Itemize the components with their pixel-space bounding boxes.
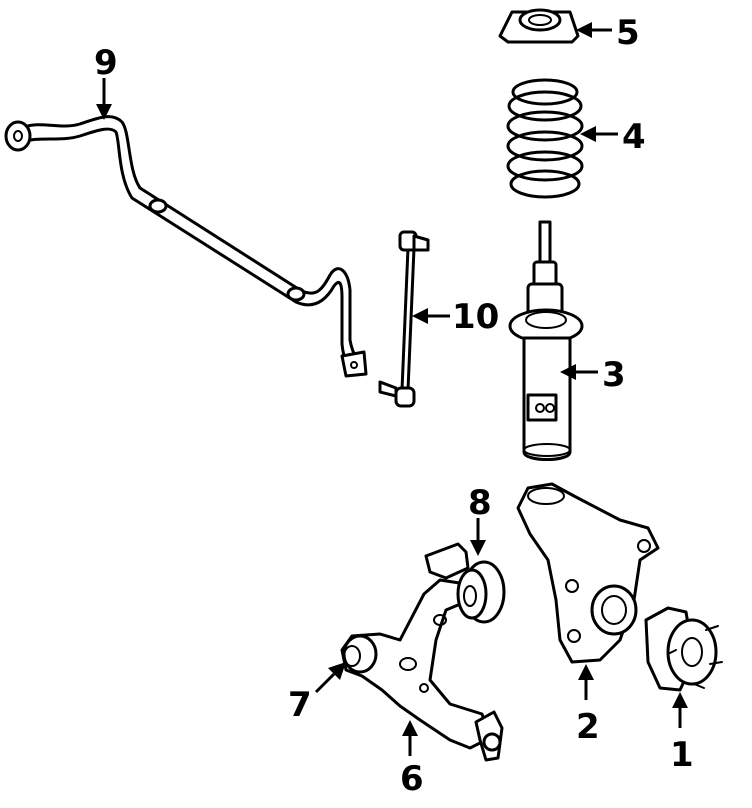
stabilizer-bar [4,115,368,378]
callout-1: 1 [670,735,694,775]
callout-9: 9 [94,43,118,83]
callout-6: 6 [400,759,424,799]
callout-7: 7 [288,685,312,725]
stabilizer-link [378,230,430,408]
callout-8: 8 [468,483,492,523]
strut-assembly [508,220,584,461]
leader-lines [96,22,688,756]
strut-mount [498,8,580,44]
callout-4: 4 [622,117,646,157]
wheel-hub [644,606,723,692]
control-arm-bushing [424,542,506,624]
callout-5: 5 [616,13,640,53]
lower-control-arm [340,578,504,762]
callout-10: 10 [452,297,499,337]
callout-3: 3 [602,355,626,395]
coil-spring [506,78,584,199]
callout-2: 2 [576,707,600,747]
steering-knuckle [516,482,660,664]
